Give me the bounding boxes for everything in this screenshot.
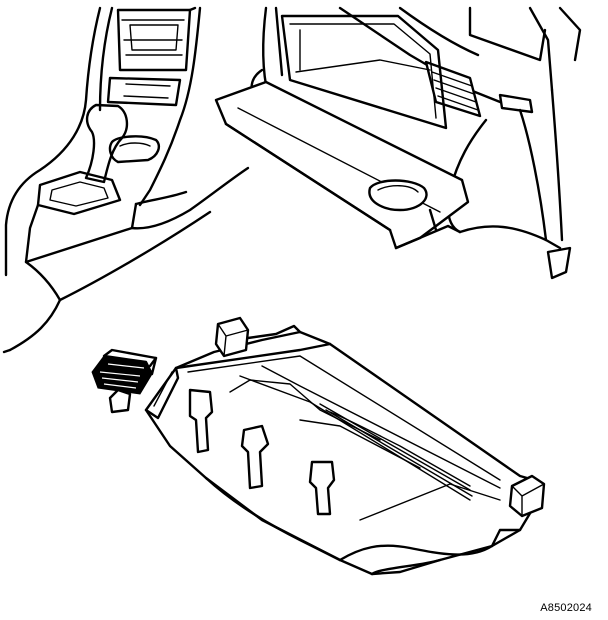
floor-line	[2, 348, 12, 354]
figure-reference-code: A8502024	[540, 602, 592, 614]
instrument-panel	[262, 6, 582, 280]
glove-box-open	[214, 14, 470, 250]
glove-box-latch	[91, 348, 158, 414]
hinge-tab-2	[240, 424, 270, 490]
rear-lug-right	[508, 474, 546, 518]
dashboard-assembly	[4, 6, 582, 352]
glove-box-removed	[144, 316, 546, 576]
center-console	[4, 6, 250, 352]
hinge-tab-3	[308, 460, 336, 516]
door-cup-holder	[368, 179, 428, 212]
rear-lug-left	[214, 316, 250, 358]
hinge-tab-1	[188, 388, 214, 454]
